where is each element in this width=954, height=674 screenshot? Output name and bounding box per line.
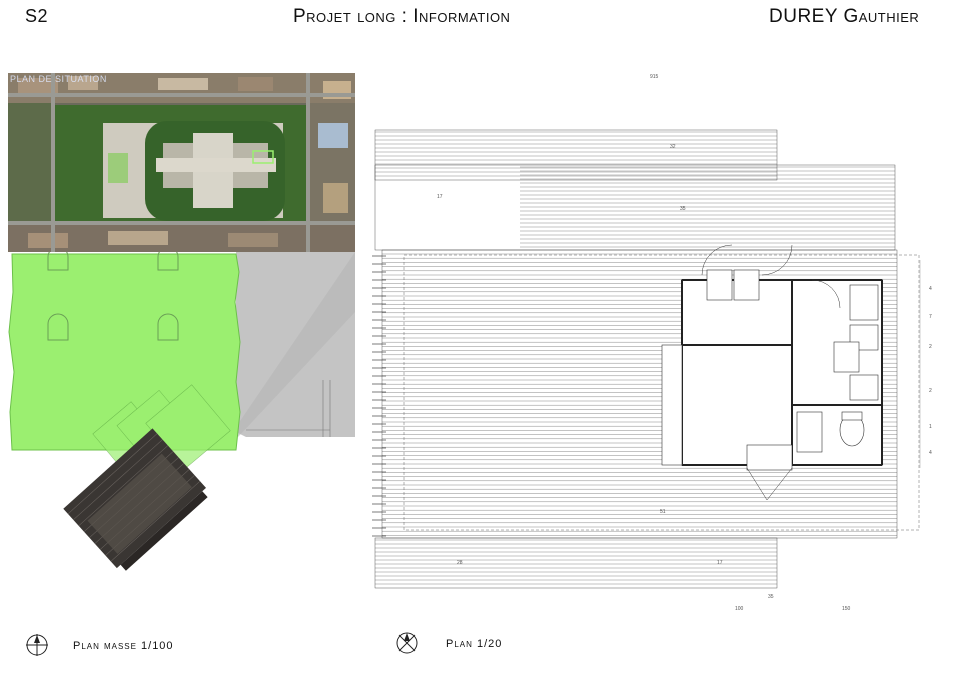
dim-label: 150	[842, 606, 851, 610]
site-plan-caption: Plan masse 1/100	[73, 640, 174, 652]
floor-plan-caption: Plan 1/20	[446, 638, 503, 650]
room-number: 17	[437, 194, 443, 200]
top-dimension: 915	[650, 74, 659, 80]
dim-label: 100	[735, 606, 744, 610]
aerial-photo: PLAN DE SITUATION	[8, 73, 355, 252]
sheet-code: S2	[25, 6, 49, 26]
floor-plan: 915	[372, 70, 938, 612]
sheet-title: Projet long : Information	[293, 6, 511, 27]
site-plan: 320	[8, 246, 367, 582]
site-plan-drawing: 320	[8, 246, 367, 571]
dim-label: 40	[929, 286, 932, 292]
room-number: 28	[457, 560, 463, 566]
room-number: 32	[670, 144, 676, 150]
room-number: 51	[660, 509, 666, 515]
room-number: 17	[717, 560, 723, 566]
dim-label: 100	[929, 424, 932, 430]
author-name: DUREY Gauthier	[769, 6, 920, 27]
aerial-image	[8, 73, 355, 252]
dim-label: 200	[929, 344, 932, 350]
dim-label: 70	[929, 314, 932, 320]
room-number: 35	[680, 206, 686, 212]
dim-label: 35	[768, 594, 774, 600]
dim-label: 200	[929, 388, 932, 394]
north-arrow-icon	[26, 634, 48, 656]
north-arrow-icon	[396, 632, 418, 654]
floor-plan-drawing: 915	[372, 74, 938, 612]
dim-label: 40	[929, 450, 932, 456]
aerial-label: PLAN DE SITUATION	[10, 74, 107, 84]
